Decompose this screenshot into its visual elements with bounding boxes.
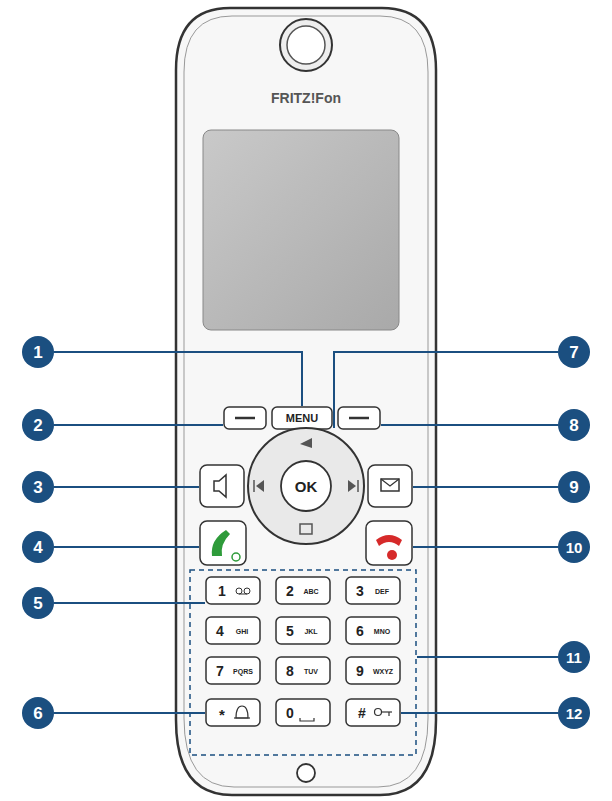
callout-number: 10 xyxy=(566,540,583,555)
key-letters: DEF xyxy=(375,588,389,595)
key-digit: * xyxy=(219,707,225,722)
callout-number: 5 xyxy=(33,595,42,612)
key-letters: JKL xyxy=(304,628,317,635)
key-digit: 3 xyxy=(356,584,364,598)
key-digit: 2 xyxy=(286,584,294,598)
brand-name: FRITZ!Fon xyxy=(271,91,341,105)
key-digit: 7 xyxy=(216,664,224,678)
key-digit: 6 xyxy=(356,624,364,638)
key-label: OK xyxy=(295,479,318,494)
key-letters: ABC xyxy=(303,588,318,595)
callout-number: 1 xyxy=(33,344,42,361)
key-digit: 5 xyxy=(286,624,294,638)
callout-number: 2 xyxy=(33,417,42,434)
callout-number: 8 xyxy=(569,417,578,434)
key-digit: 8 xyxy=(286,664,294,678)
callout-number: 6 xyxy=(33,705,42,722)
callout-number: 9 xyxy=(569,479,578,496)
key-digit: # xyxy=(358,706,366,720)
key-label: MENU xyxy=(286,413,318,424)
callout-number: 11 xyxy=(566,650,582,665)
callout-number: 4 xyxy=(33,539,42,556)
key-digit: 1 xyxy=(218,584,226,598)
key-letters: GHI xyxy=(236,628,248,635)
key-letters: TUV xyxy=(304,668,318,675)
key-letters: MNO xyxy=(374,628,390,635)
callout-number: 12 xyxy=(566,706,583,721)
callout-number: 7 xyxy=(569,344,578,361)
key-digit: 0 xyxy=(286,706,294,720)
key-letters: PQRS xyxy=(233,668,253,675)
key-letters: WXYZ xyxy=(373,668,393,675)
key-digit: 9 xyxy=(356,664,364,678)
callout-number: 3 xyxy=(33,479,42,496)
key-digit: 4 xyxy=(216,624,224,638)
